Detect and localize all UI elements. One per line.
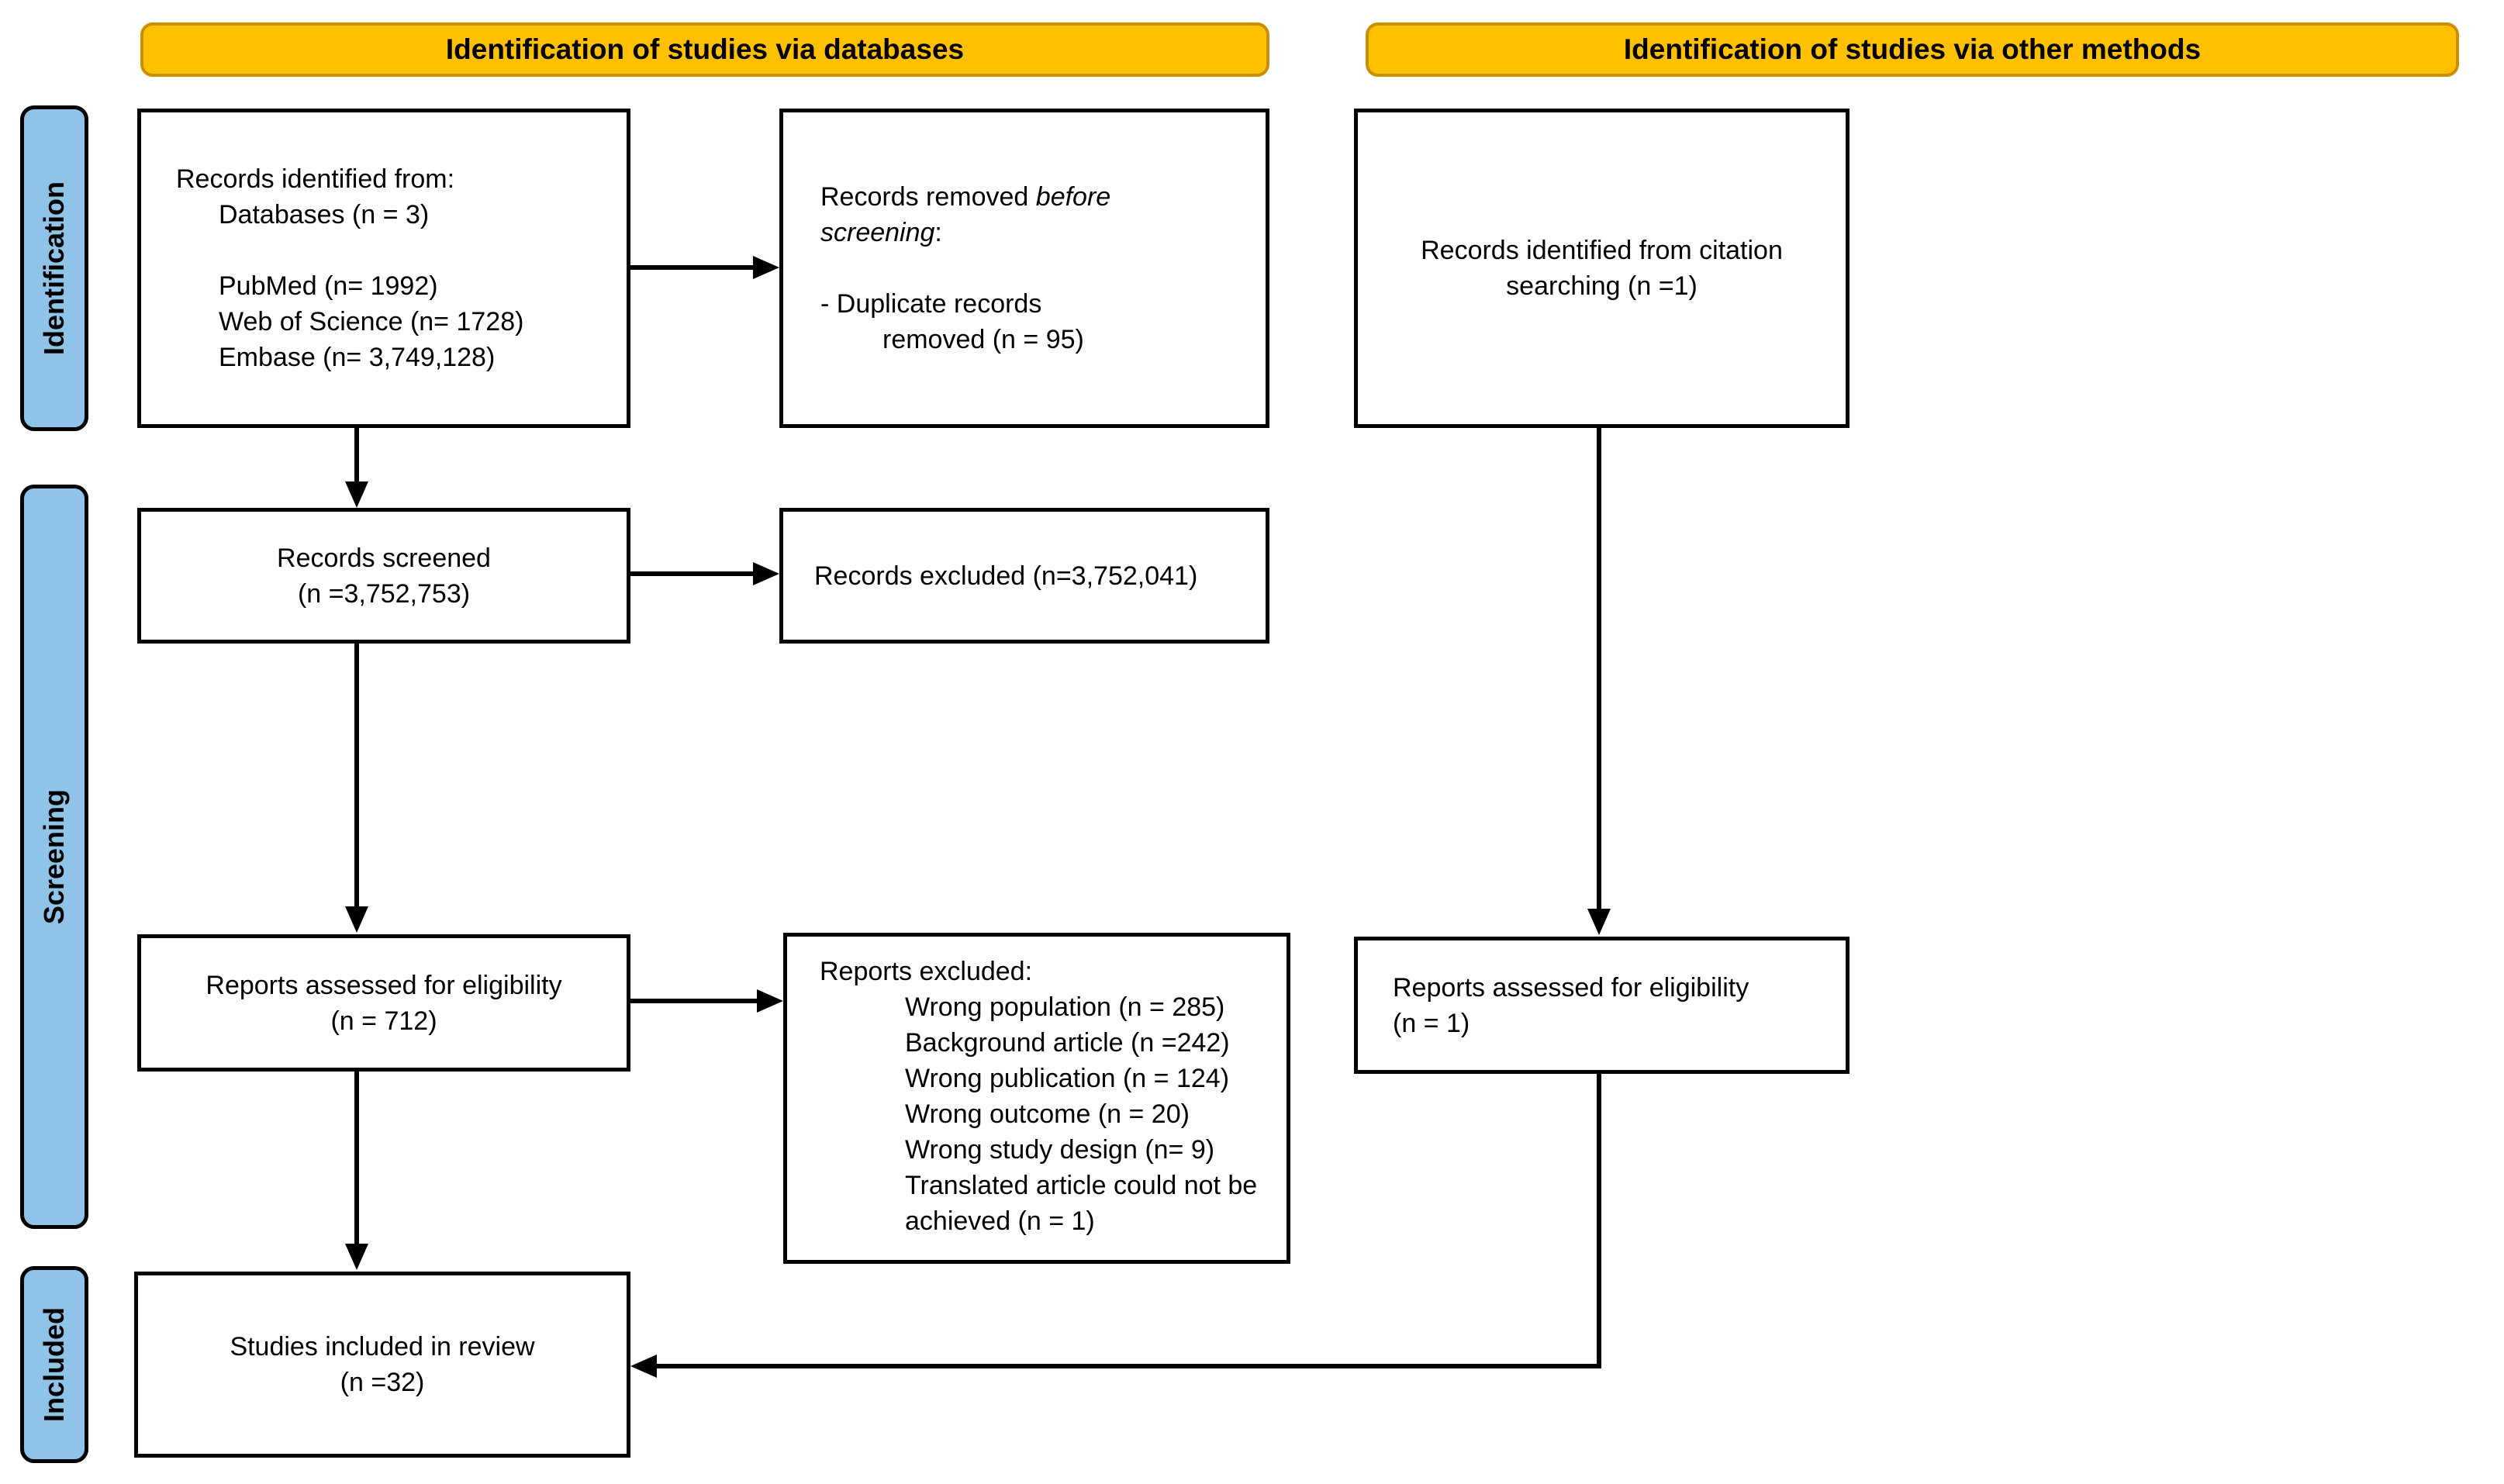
banner-identification-via-databases: Identification of studies via databases <box>140 22 1269 77</box>
box-line: Wrong study design (n= 9) <box>905 1135 1215 1165</box>
box-text-italic: before <box>1035 182 1111 212</box>
box-line: (n = 712) <box>330 1006 437 1036</box>
stage-label-included: Included <box>20 1266 88 1463</box>
banner-identification-via-other-methods: Identification of studies via other meth… <box>1366 22 2459 77</box>
box-reports-assessed-databases: Reports assessed for eligibility (n = 71… <box>137 934 630 1072</box>
arrowhead-right-icon <box>753 562 779 585</box>
arrow-shaft <box>1597 428 1601 911</box>
box-line: PubMed (n= 1992) <box>219 271 438 301</box>
stage-label-screening: Screening <box>20 485 88 1229</box>
box-line: Studies included in review <box>230 1332 535 1361</box>
box-line: screening: <box>820 215 1246 250</box>
box-line: Web of Science (n= 1728) <box>219 307 524 336</box>
arrow-shaft <box>354 1072 359 1246</box>
box-reports-excluded: Reports excluded: Wrong population (n = … <box>783 933 1290 1264</box>
box-line: (n =32) <box>340 1368 425 1397</box>
arrow-shaft <box>628 999 758 1003</box>
blank-line <box>176 233 611 268</box>
arrow-shaft <box>354 428 359 484</box>
arrowhead-down-icon <box>345 1244 368 1270</box>
box-line: removed (n = 95) <box>882 325 1084 354</box>
box-studies-included: Studies included in review (n =32) <box>134 1272 630 1458</box>
banner-label: Identification of studies via databases <box>445 33 965 65</box>
arrowhead-left-icon <box>630 1355 657 1378</box>
box-line: Databases (n = 3) <box>219 200 430 230</box>
arrow-shaft-horizontal <box>655 1364 1601 1368</box>
arrow-shaft <box>628 571 754 576</box>
box-line: Reports assessed for eligibility <box>206 970 562 1000</box>
arrowhead-down-icon <box>345 906 368 933</box>
box-reports-assessed-other: Reports assessed for eligibility (n = 1) <box>1354 937 1850 1074</box>
banner-label: Identification of studies via other meth… <box>1623 33 2202 65</box>
box-text: Records removed <box>820 182 1036 212</box>
box-line: Reports excluded: <box>820 957 1033 986</box>
box-line: Wrong population (n = 285) <box>905 992 1225 1022</box>
box-line: Wrong publication (n = 124) <box>905 1064 1230 1093</box>
box-citation-searching: Records identified from citation searchi… <box>1354 109 1850 428</box>
box-line: Records identified from citation <box>1421 236 1783 265</box>
box-line: (n =3,752,753) <box>297 578 471 609</box>
box-records-excluded: Records excluded (n=3,752,041) <box>779 508 1269 644</box>
box-line: (n = 1) <box>1393 1008 1470 1038</box>
box-records-identified: Records identified from: Databases (n = … <box>137 109 630 428</box>
arrowhead-down-icon <box>1587 909 1611 935</box>
arrow-shaft <box>354 644 359 909</box>
blank-line <box>820 250 1246 286</box>
arrowhead-right-icon <box>753 256 779 279</box>
stage-label-text: Screening <box>38 789 70 925</box>
box-text: : <box>934 218 942 247</box>
box-line: - Duplicate records <box>820 289 1042 319</box>
box-line: Background article (n =242) <box>905 1028 1230 1058</box>
arrowhead-right-icon <box>757 989 783 1013</box>
arrow-shaft <box>628 265 754 270</box>
box-line: searching (n =1) <box>1506 271 1698 301</box>
box-line: Wrong outcome (n = 20) <box>905 1099 1190 1129</box>
box-line: Records removed before <box>820 179 1246 215</box>
box-line: Records excluded (n=3,752,041) <box>814 561 1198 591</box>
arrowhead-down-icon <box>345 481 368 508</box>
box-line: Reports assessed for eligibility <box>1393 972 1749 1003</box>
arrow-shaft-vertical <box>1597 1074 1601 1368</box>
box-records-screened: Records screened (n =3,752,753) <box>137 508 630 644</box>
box-line: Records screened <box>277 543 491 573</box>
box-line: Records identified from: <box>176 164 455 194</box>
stage-label-text: Identification <box>38 181 70 355</box>
box-line: Translated article could not be achieved… <box>905 1171 1258 1236</box>
stage-label-identification: Identification <box>20 105 88 431</box>
box-records-removed: Records removed before screening: - Dupl… <box>779 109 1269 428</box>
box-line: Embase (n= 3,749,128) <box>219 343 496 372</box>
box-text-italic: screening <box>820 218 935 247</box>
stage-label-text: Included <box>38 1306 70 1422</box>
